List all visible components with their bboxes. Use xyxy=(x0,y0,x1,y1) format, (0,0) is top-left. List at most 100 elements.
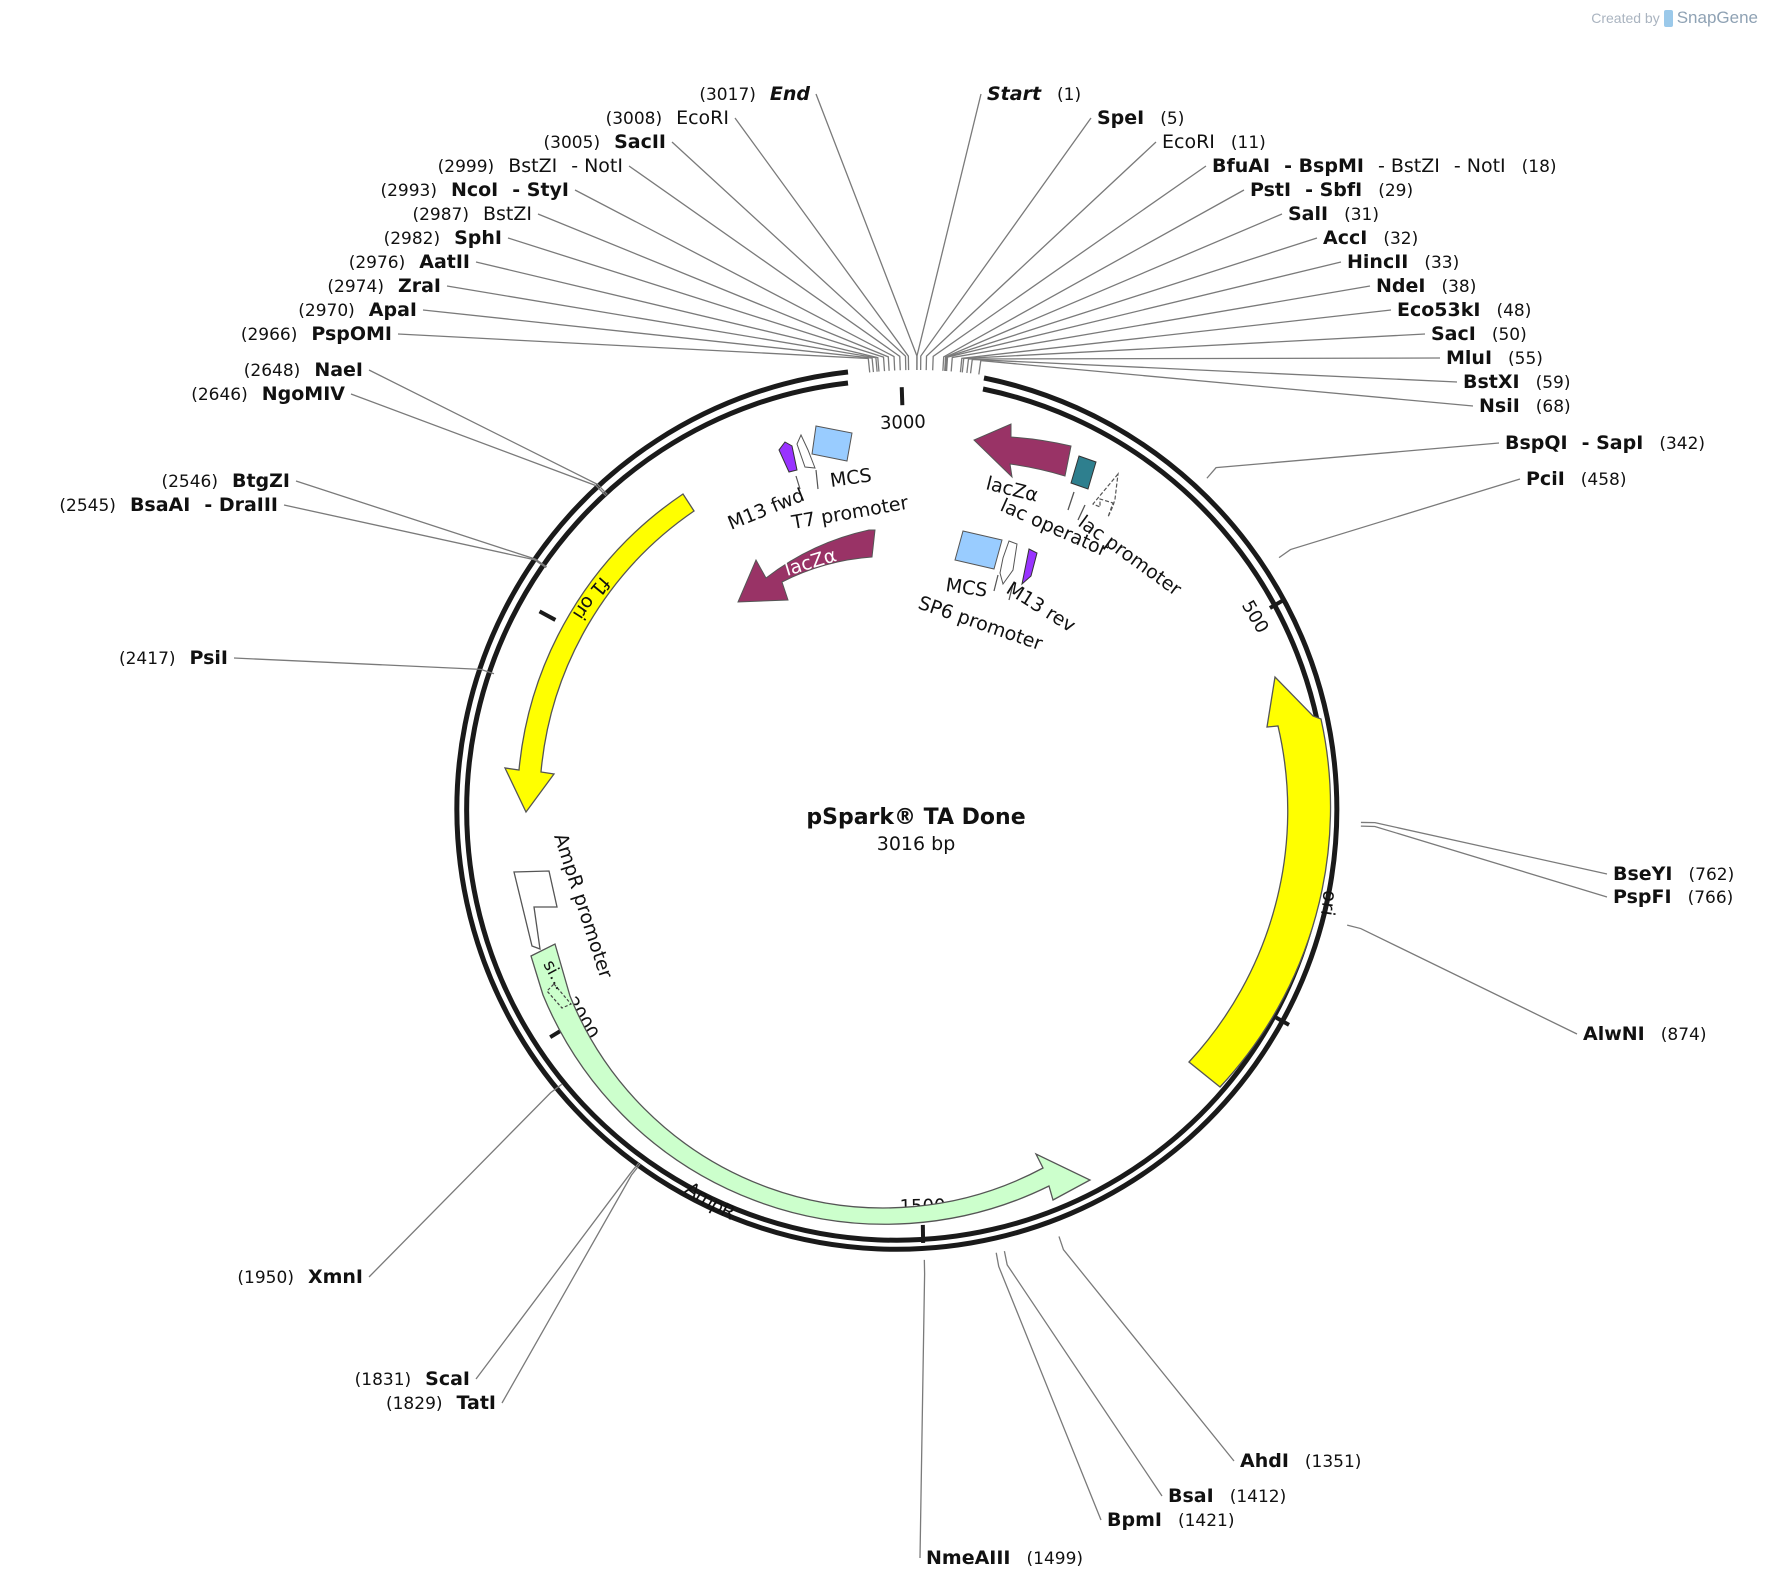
site-leader-line xyxy=(507,237,886,372)
mcs-right-box xyxy=(954,530,1003,570)
site-label-bstzi: (2999)BstZI- NotI xyxy=(438,155,623,177)
site-leader-line xyxy=(475,261,880,372)
site-label-bsaai: (2545)BsaAI- DraIII xyxy=(59,494,278,516)
enzyme-name: - SbfI xyxy=(1305,179,1362,201)
lac-promoter-arrow xyxy=(1092,472,1119,518)
site-label-bstzi: (2987)BstZI xyxy=(412,203,532,225)
site-leader-line xyxy=(368,369,608,495)
enzyme-name: - BstZI xyxy=(1378,155,1440,177)
site-leader-line xyxy=(961,333,1426,373)
enzyme-name: BsaAI xyxy=(130,494,190,516)
site-leader-line xyxy=(446,285,878,372)
site-label-nmeaiii: NmeAIII(1499) xyxy=(926,1547,1083,1569)
ori-label: ori xyxy=(1316,889,1341,917)
mcs-left-label: MCS xyxy=(829,464,873,492)
enzyme-name: - NotI xyxy=(571,155,623,177)
site-position: (31) xyxy=(1344,205,1379,225)
snapgene-credit: Created by SnapGene xyxy=(1591,8,1758,28)
site-label-ecori: (3008)EcoRI xyxy=(606,107,729,129)
ori-arrow xyxy=(1188,675,1332,1088)
site-leader-line xyxy=(475,1162,640,1380)
site-leader-line xyxy=(501,1163,641,1404)
site-leader-line xyxy=(734,117,910,371)
enzyme-name: NsiI xyxy=(1479,395,1520,417)
site-label-scai: (1831)ScaI xyxy=(355,1368,470,1390)
site-label-end: (3017)End xyxy=(699,83,810,105)
plasmid-length: 3016 bp xyxy=(877,833,956,855)
mcs-left-box xyxy=(811,425,853,462)
site-position: (2970) xyxy=(298,301,355,321)
enzyme-name: PciI xyxy=(1526,468,1565,490)
site-position: (2976) xyxy=(349,253,406,273)
site-label-pcii: PciI(458) xyxy=(1526,468,1627,490)
site-leader-line xyxy=(1058,1236,1235,1462)
site-label-pspomi: (2966)PspOMI xyxy=(241,323,392,345)
site-label-xmni: (1950)XmnI xyxy=(237,1266,363,1288)
site-position: (2974) xyxy=(327,277,384,297)
site-leader-line xyxy=(350,393,607,497)
site-position: (38) xyxy=(1441,277,1476,297)
left-mcs-group: MCS M13 fwd T7 promoter xyxy=(725,425,910,535)
lacz-outer-arrow xyxy=(973,423,1072,479)
backbone-ring xyxy=(454,369,1340,1252)
enzyme-name: PsiI xyxy=(190,647,228,669)
ampr-feature: AmpR si… xyxy=(530,943,1092,1225)
site-label-btgzi: (2546)BtgZI xyxy=(161,470,290,492)
site-leader-line xyxy=(671,141,907,371)
snapgene-logo-icon xyxy=(1663,9,1673,27)
site-position: (1831) xyxy=(355,1370,412,1390)
enzyme-name: BpmI xyxy=(1107,1509,1162,1531)
site-leader-line xyxy=(959,309,1392,373)
site-leader-line xyxy=(944,213,1283,371)
site-leader-line xyxy=(1206,442,1500,479)
site-leader-line xyxy=(537,213,890,371)
site-position: (50) xyxy=(1492,325,1527,345)
site-position: (68) xyxy=(1536,397,1571,417)
enzyme-name: EcoRI xyxy=(1162,131,1215,153)
enzyme-name: ApaI xyxy=(369,299,417,321)
site-leader-line xyxy=(1360,821,1608,875)
enzyme-name: TatI xyxy=(457,1392,496,1414)
site-label-apai: (2970) ApaI xyxy=(298,299,417,321)
site-label-bfuai: BfuAI- BspMI- BstZI- NotI(18) xyxy=(1212,155,1557,177)
site-leader-line xyxy=(574,189,896,371)
site-leader-line xyxy=(295,480,548,568)
enzyme-name: NaeI xyxy=(314,359,363,381)
site-label-psii: (2417)PsiI xyxy=(119,647,228,669)
site-position: (1499) xyxy=(1027,1549,1084,1569)
t7-promoter-arrow xyxy=(796,433,816,469)
site-position: (2646) xyxy=(191,385,248,405)
tick-mark xyxy=(899,387,905,406)
site-leader-line xyxy=(233,657,495,675)
site-position: (342) xyxy=(1659,434,1705,454)
site-label-tati: (1829) TatI xyxy=(386,1392,496,1414)
site-label-start: Start(1) xyxy=(987,83,1081,105)
site-position: (18) xyxy=(1522,157,1557,177)
enzyme-name: BsaI xyxy=(1168,1485,1214,1507)
site-label-sacii: (3005)SacII xyxy=(544,131,666,153)
tick-mark xyxy=(1272,1014,1290,1027)
tick-label: 500 xyxy=(1237,597,1272,637)
site-leader-line xyxy=(1347,924,1578,1035)
site-leader-line xyxy=(932,165,1207,371)
site-label-ncoi: (2993)NcoI- StyI xyxy=(380,179,569,201)
site-position: (3005) xyxy=(544,133,601,153)
f1-ori-arrow xyxy=(503,493,695,814)
site-position: (1829) xyxy=(386,1394,443,1414)
tick-mark xyxy=(538,609,557,622)
site-leader-line xyxy=(283,504,547,569)
site-leader-line xyxy=(815,93,918,371)
site-label-acci: AccI(32) xyxy=(1323,227,1418,249)
enzyme-name: BspQI xyxy=(1505,432,1568,454)
lacz-outer-feature: lacZα xyxy=(973,423,1072,507)
site-label-mlui: MluI(55) xyxy=(1446,347,1543,369)
enzyme-name: SpeI xyxy=(1097,107,1144,129)
site-label-zrai: (2974)ZraI xyxy=(327,275,441,297)
site-position: (874) xyxy=(1661,1025,1707,1045)
site-label-pspfi: PspFI(766) xyxy=(1613,886,1733,908)
site-leader-line xyxy=(397,333,871,373)
lacz-inner-feature: lacZα xyxy=(737,529,876,603)
enzyme-name: PspOMI xyxy=(311,323,392,345)
site-label-alwni: AlwNI(874) xyxy=(1583,1023,1706,1045)
site-position: (1) xyxy=(1057,85,1081,105)
